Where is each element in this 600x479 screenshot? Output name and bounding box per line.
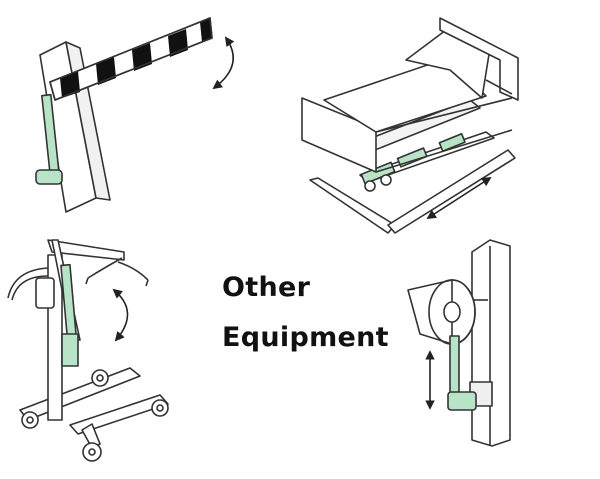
lamp-actuator	[449, 335, 460, 397]
bed-actuator-2	[396, 147, 428, 168]
bed-actuator-3	[438, 132, 466, 152]
bed-icon	[301, 17, 519, 234]
title-line-1: Other	[222, 272, 311, 303]
patient-lift-icon	[7, 239, 169, 462]
lamp-icon	[407, 239, 511, 447]
lift-actuator	[60, 263, 77, 337]
barrier-gate-icon	[35, 17, 235, 213]
title-line-2: Equipment	[222, 322, 389, 353]
